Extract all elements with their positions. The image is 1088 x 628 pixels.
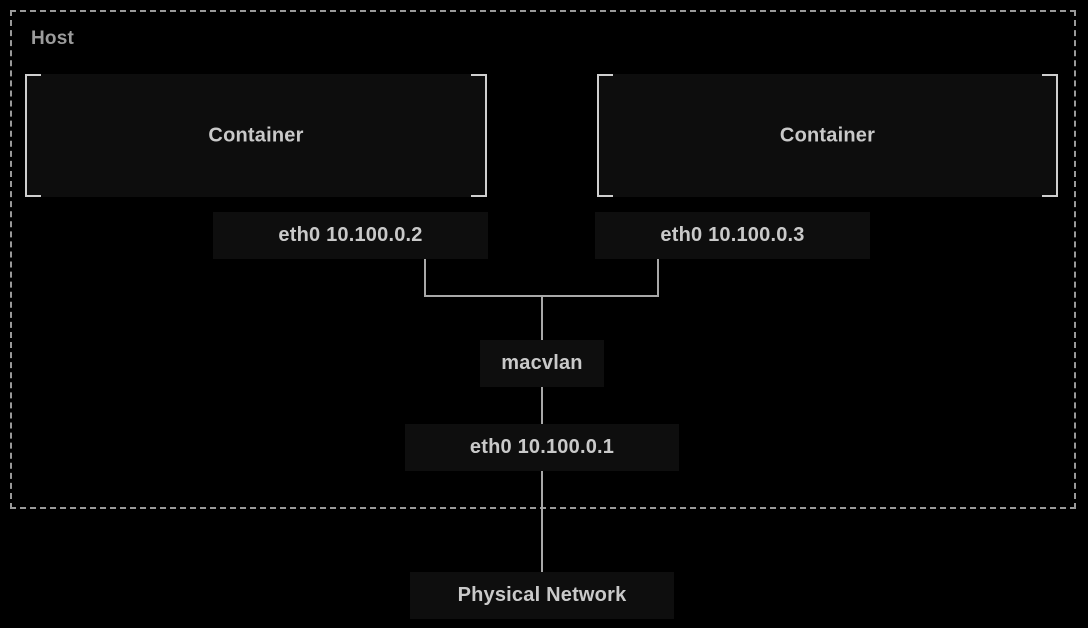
interface-node-eth0-10-100-0-2[interactable]: eth0 10.100.0.2 [213,212,488,259]
macvlan-label: macvlan [501,352,583,374]
interface-label: eth0 10.100.0.2 [278,224,423,246]
host-boundary [10,10,1076,509]
container-2-label: Container [779,124,876,146]
container-node-2[interactable]: Container [597,74,1058,197]
bracket-left-icon [597,74,613,197]
edge-macvlan-to-eth0-1 [541,387,543,427]
host-label: Host [31,28,75,49]
bracket-right-icon [471,74,487,197]
container-node-1[interactable]: Container [25,74,487,197]
physical-network-node[interactable]: Physical Network [410,572,674,619]
macvlan-node[interactable]: macvlan [480,340,604,387]
physical-network-label: Physical Network [457,584,627,606]
edge-eth0-2-to-junction [424,259,426,297]
interface-node-eth0-10-100-0-1[interactable]: eth0 10.100.0.1 [405,424,679,471]
edge-eth0-3-to-junction [657,259,659,297]
bracket-left-icon [25,74,41,197]
edge-eth0-1-to-physical-network [541,471,543,574]
interface-label: eth0 10.100.0.1 [469,436,615,458]
bracket-right-icon [1042,74,1058,197]
container-1-label: Container [208,124,304,146]
interface-label: eth0 10.100.0.3 [660,224,805,246]
interface-node-eth0-10-100-0-3[interactable]: eth0 10.100.0.3 [595,212,870,259]
